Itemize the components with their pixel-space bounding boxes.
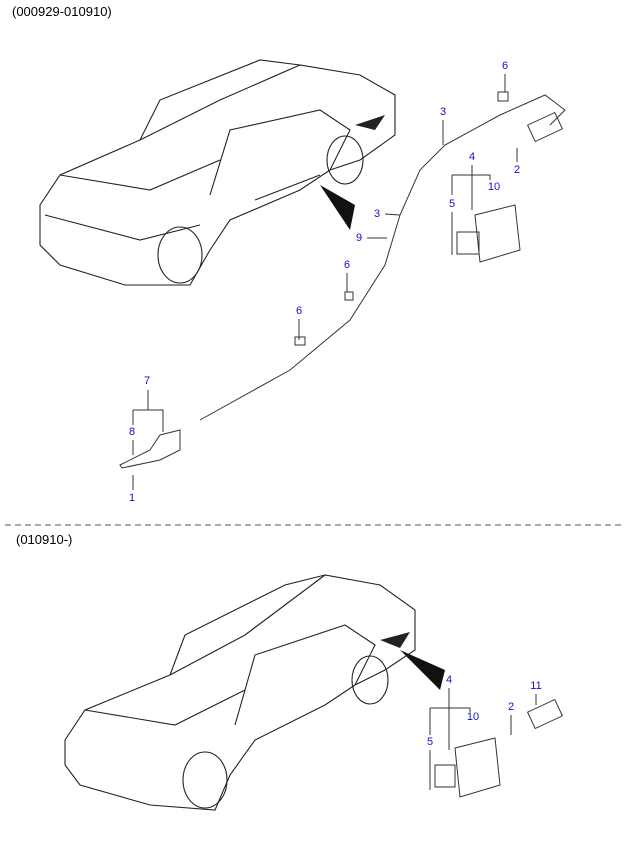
actuator-part: [526, 111, 564, 143]
callout-5[interactable]: 5: [448, 198, 456, 210]
callout-5-new[interactable]: 5: [426, 736, 434, 748]
callout-4-new[interactable]: 4: [445, 674, 453, 686]
fuel-door-2: [454, 737, 501, 798]
car-illustration-2: [64, 574, 416, 811]
actuator-part-2: [526, 698, 564, 730]
release-cable: [199, 94, 566, 421]
callout-10-new[interactable]: 10: [466, 711, 480, 723]
callout-7[interactable]: 7: [143, 375, 151, 387]
callout-1[interactable]: 1: [128, 492, 136, 504]
section-header-1: (000929-010910): [12, 4, 112, 19]
pointer-arrow-2: [400, 650, 445, 690]
callout-2-new[interactable]: 2: [507, 701, 515, 713]
callout-6[interactable]: 6: [501, 60, 509, 72]
callout-3b[interactable]: 3: [373, 208, 381, 220]
callout-8[interactable]: 8: [128, 426, 136, 438]
release-lever: [119, 429, 181, 469]
section-header-2: (010910-): [16, 532, 73, 547]
callout-6c[interactable]: 6: [295, 305, 303, 317]
fuel-door: [474, 204, 521, 263]
callout-3[interactable]: 3: [439, 106, 447, 118]
callout-6b[interactable]: 6: [343, 259, 351, 271]
callout-2[interactable]: 2: [513, 164, 521, 176]
callout-4[interactable]: 4: [468, 151, 476, 163]
car-illustration-1: [39, 59, 396, 286]
callout-9[interactable]: 9: [355, 232, 363, 244]
callout-11[interactable]: 11: [530, 680, 542, 692]
pointer-arrow-1: [320, 185, 355, 230]
callout-10[interactable]: 10: [487, 181, 501, 193]
